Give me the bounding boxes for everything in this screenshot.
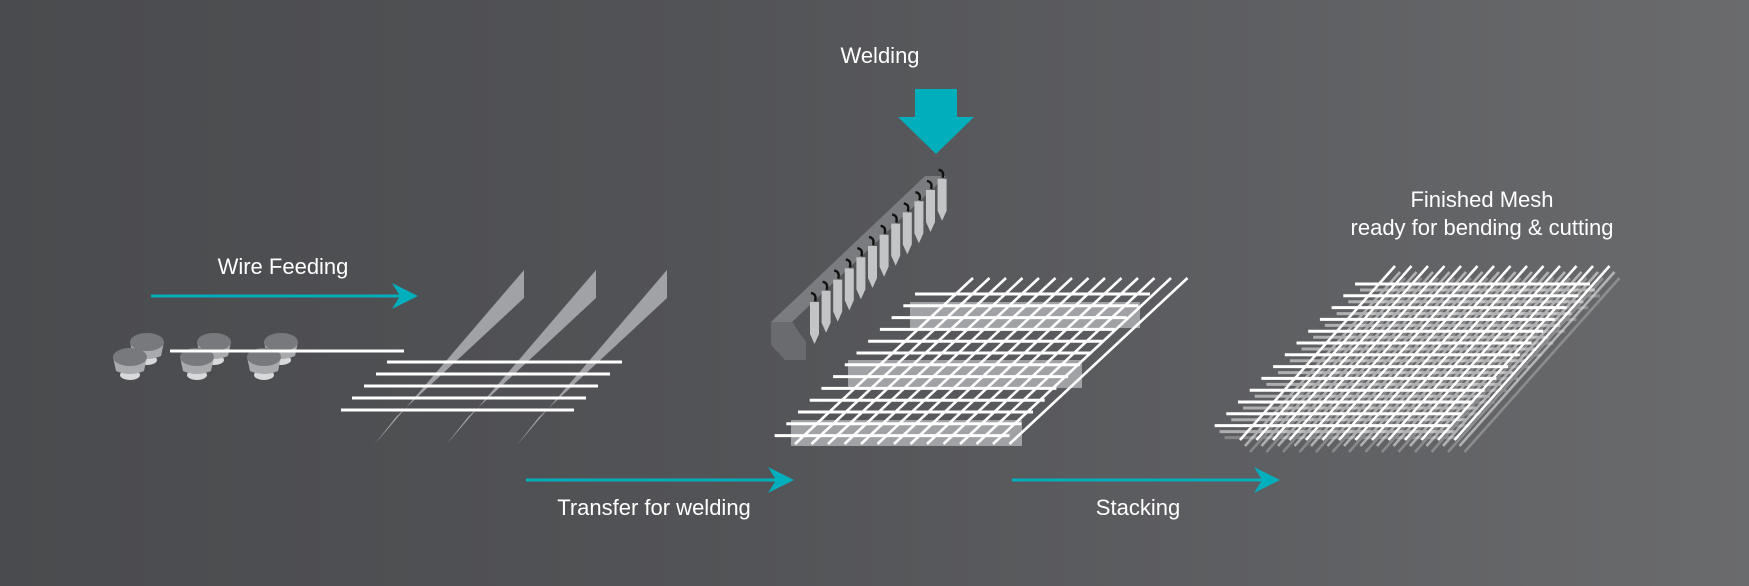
welding-electrode-icon xyxy=(856,247,866,300)
welding-electrode-icon xyxy=(833,269,843,322)
arrow-right-icon xyxy=(526,467,794,493)
longitudinal-wire xyxy=(992,277,1172,445)
welding-electrode-icon xyxy=(914,191,924,244)
electrode xyxy=(879,234,889,277)
longitudinal-wire xyxy=(1008,277,1189,445)
electrode-cable xyxy=(857,247,864,257)
step-label-wire-feeding: Wire Feeding xyxy=(217,254,349,279)
electrode xyxy=(891,223,901,266)
arrow-head xyxy=(392,283,418,309)
welding-electrode-icon xyxy=(926,179,935,232)
wire-spool-icon xyxy=(113,348,147,380)
electrode xyxy=(914,201,924,244)
finished-mesh-title: Finished Mesh xyxy=(1410,187,1554,212)
electrode-cable xyxy=(868,235,875,246)
electrode-cable xyxy=(845,258,852,268)
flow-arrows xyxy=(151,89,1280,493)
electrode xyxy=(856,257,866,300)
arrow-right-icon xyxy=(1012,467,1280,493)
wire-mesh-icon xyxy=(1219,271,1616,447)
electrode xyxy=(902,212,912,255)
mesh-longitudinal-wire xyxy=(1458,271,1616,447)
wire-mesh-icon xyxy=(1214,265,1611,441)
arrow-down-icon xyxy=(898,89,974,154)
mesh-longitudinal-wire xyxy=(1453,265,1611,441)
wire-spool-icon xyxy=(180,348,214,380)
electrode xyxy=(868,246,877,288)
welding-electrode-icon xyxy=(902,202,912,255)
electrode xyxy=(833,279,843,322)
step-label-transfer: Transfer for welding xyxy=(557,495,751,520)
electrode-cable xyxy=(891,213,898,223)
welding-electrode-icon xyxy=(844,258,854,311)
electrode-cable xyxy=(926,179,933,190)
feed-guide-bar xyxy=(446,270,596,445)
electrode-cable xyxy=(880,224,887,235)
spool-top xyxy=(130,333,164,351)
feed-guide-bar xyxy=(517,270,667,445)
arrow-right-icon xyxy=(151,283,418,309)
welding-head-face xyxy=(771,322,806,360)
finished-mesh-stack xyxy=(1214,265,1621,453)
wire-feeding-assembly xyxy=(341,270,667,445)
spool-top xyxy=(113,348,147,366)
feed-guide-bar xyxy=(374,270,524,445)
electrode xyxy=(937,178,947,221)
electrode xyxy=(821,290,831,333)
electrode xyxy=(926,190,935,232)
welding-electrode-icon xyxy=(891,213,901,266)
mesh-longitudinal-wire xyxy=(1447,277,1604,453)
arrow-head xyxy=(1254,467,1280,493)
welding-electrode-icon xyxy=(868,235,877,288)
welding-electrode-icon xyxy=(810,291,819,344)
step-label-welding: Welding xyxy=(840,43,920,68)
electrode-cable xyxy=(938,168,945,179)
step-label-stacking: Stacking xyxy=(1095,495,1181,520)
electrode-cable xyxy=(833,269,840,279)
electrode-cable xyxy=(810,291,817,302)
spool-top xyxy=(264,333,298,351)
electrode xyxy=(844,268,854,311)
mesh-longitudinal-wire xyxy=(1463,277,1621,453)
welding-electrode-icon xyxy=(821,280,831,333)
wire-spool-icon xyxy=(247,348,281,380)
welding-electrode-icon xyxy=(879,224,889,277)
electrode xyxy=(810,302,819,344)
electrode-cable xyxy=(822,280,829,291)
arrow-head xyxy=(768,467,794,493)
spool-top xyxy=(197,333,231,351)
wire-spool-group xyxy=(113,333,404,380)
welding-station xyxy=(771,168,1189,446)
electrode-cable xyxy=(915,191,922,201)
finished-mesh-subtitle: ready for bending & cutting xyxy=(1350,215,1614,240)
step-label-finished-mesh: Finished Mesh ready for bending & cuttin… xyxy=(1351,186,1614,242)
electrode-cable xyxy=(903,202,910,212)
welding-electrode-icon xyxy=(937,168,947,221)
